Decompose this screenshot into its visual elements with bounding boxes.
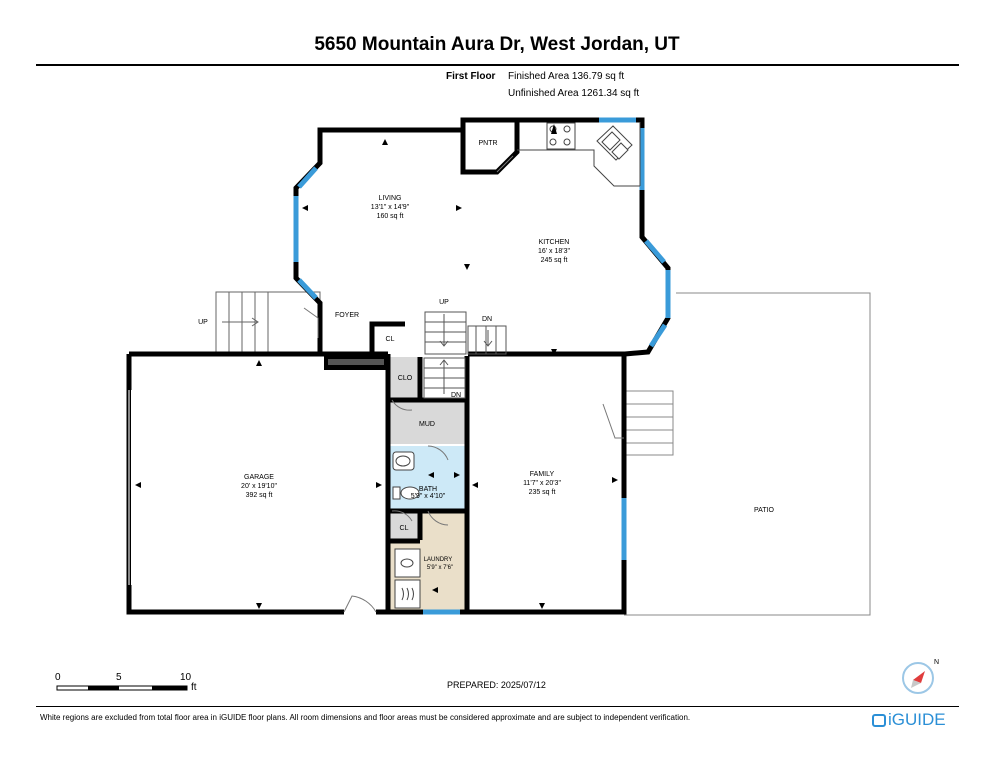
clo-fill — [390, 357, 420, 399]
clo-label: CLO — [398, 375, 413, 382]
family-name: FAMILY — [530, 471, 555, 478]
laundry-dims: 5'9" x 7'6" — [427, 565, 453, 571]
living-name: LIVING — [379, 195, 402, 202]
finished-area: Finished Area 136.79 sq ft — [508, 71, 625, 82]
kitchen-area: 245 sq ft — [541, 257, 568, 264]
bath-dims: 5'9" x 4'10" — [411, 493, 446, 500]
stairs-up-left: UP — [198, 319, 208, 326]
scale-unit: ft — [191, 682, 197, 693]
bath-name: BATH — [419, 486, 437, 493]
floor-name: First Floor — [446, 71, 496, 82]
disclaimer-text: White regions are excluded from total fl… — [40, 713, 691, 722]
brand-name: iGUIDE — [888, 710, 946, 729]
entry-steps — [215, 291, 321, 355]
compass-icon: N — [902, 659, 939, 694]
garage-name: GARAGE — [244, 474, 274, 481]
stairs-dn-mud: DN — [451, 392, 461, 399]
stairs-dn-center: DN — [482, 316, 492, 323]
bath-fixtures — [392, 451, 421, 609]
dimension-markers — [135, 139, 618, 609]
cl-laundry-fill-top — [390, 512, 420, 540]
address-title: 5650 Mountain Aura Dr, West Jordan, UT — [314, 34, 680, 55]
family-area: 235 sq ft — [529, 489, 556, 496]
header-rule — [36, 64, 959, 66]
pntr-label: PNTR — [478, 140, 497, 147]
living-dims: 13'1" x 14'9" — [371, 204, 410, 211]
patio-label: PATIO — [754, 507, 775, 514]
foyer-label: FOYER — [335, 312, 359, 319]
compass-letter: N — [934, 659, 939, 666]
footer-rule — [36, 706, 959, 707]
prepared-date: PREPARED: 2025/07/12 — [447, 680, 546, 690]
kitchen-dims: 16' x 18'3" — [538, 248, 571, 255]
unfinished-area: Unfinished Area 1261.34 sq ft — [508, 88, 640, 99]
family-dims: 11'7" x 20'3" — [523, 480, 561, 487]
scale-tick-10: 10 — [180, 672, 192, 683]
mud-label: MUD — [419, 421, 435, 428]
garage-header-inner — [328, 359, 384, 365]
windows — [293, 117, 671, 615]
scale-tick-0: 0 — [55, 672, 61, 683]
stove-marker — [551, 124, 557, 134]
door-swings — [303, 155, 624, 613]
brand-logo: iGUIDE — [872, 710, 946, 730]
garage-dims: 20' x 19'10" — [241, 483, 277, 490]
patio-outline — [624, 292, 871, 616]
garage-area: 392 sq ft — [246, 492, 273, 499]
kitchen-counter — [517, 122, 641, 187]
cl-foyer-label: CL — [386, 336, 395, 343]
scale-tick-5: 5 — [116, 672, 122, 683]
living-area: 160 sq ft — [377, 213, 404, 220]
patio-steps — [624, 390, 674, 456]
center-stairs — [423, 311, 507, 399]
laundry-name: LAUNDRY — [424, 557, 453, 563]
kitchen-name: KITCHEN — [539, 239, 570, 246]
brand-box-icon — [872, 714, 886, 727]
stairs-up-center: UP — [439, 299, 449, 306]
scale-bar — [56, 685, 188, 691]
cl-laundry-label: CL — [400, 525, 409, 532]
